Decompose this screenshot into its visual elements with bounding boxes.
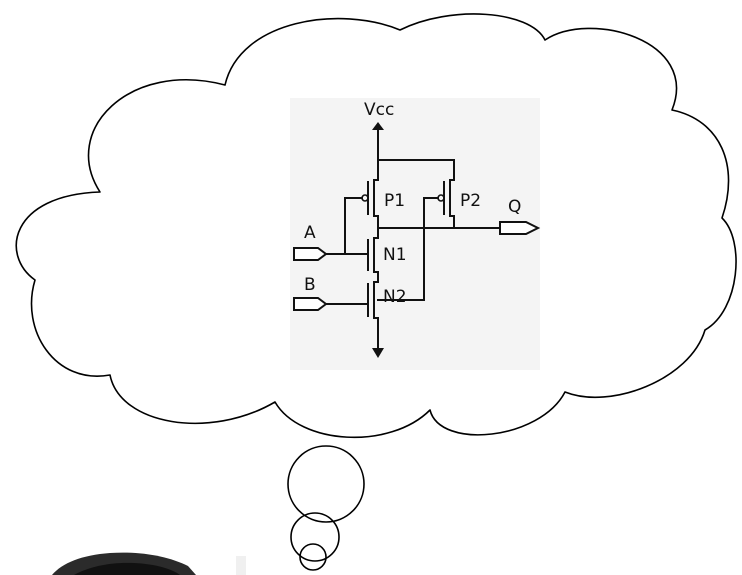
input-a-port-icon xyxy=(293,247,328,261)
output-port-icon xyxy=(499,221,541,235)
vcc-label: Vcc xyxy=(364,100,394,120)
person-photo-fragment xyxy=(0,552,246,575)
n1-label: N1 xyxy=(383,245,407,265)
transistor-n2: N2 xyxy=(367,281,407,349)
thought-bubble-large xyxy=(287,445,365,523)
thought-bubble-small xyxy=(299,543,327,571)
vcc-arrow-icon xyxy=(372,122,384,130)
output-q-label: Q xyxy=(508,197,521,217)
n2-label: N2 xyxy=(383,287,407,307)
transistor-p1: P1 xyxy=(361,159,405,229)
nand-gate-schematic: Vcc P1 P2 Q xyxy=(290,98,541,370)
thought-bubble-medium xyxy=(290,512,340,562)
p2-label: P2 xyxy=(460,191,481,211)
transistor-p2: P2 xyxy=(437,179,481,229)
input-b-label: B xyxy=(304,275,316,295)
p1-label: P1 xyxy=(384,191,405,211)
input-b-port-icon xyxy=(293,297,328,311)
input-a-label: A xyxy=(304,223,316,243)
ground-arrow-icon xyxy=(372,348,384,358)
